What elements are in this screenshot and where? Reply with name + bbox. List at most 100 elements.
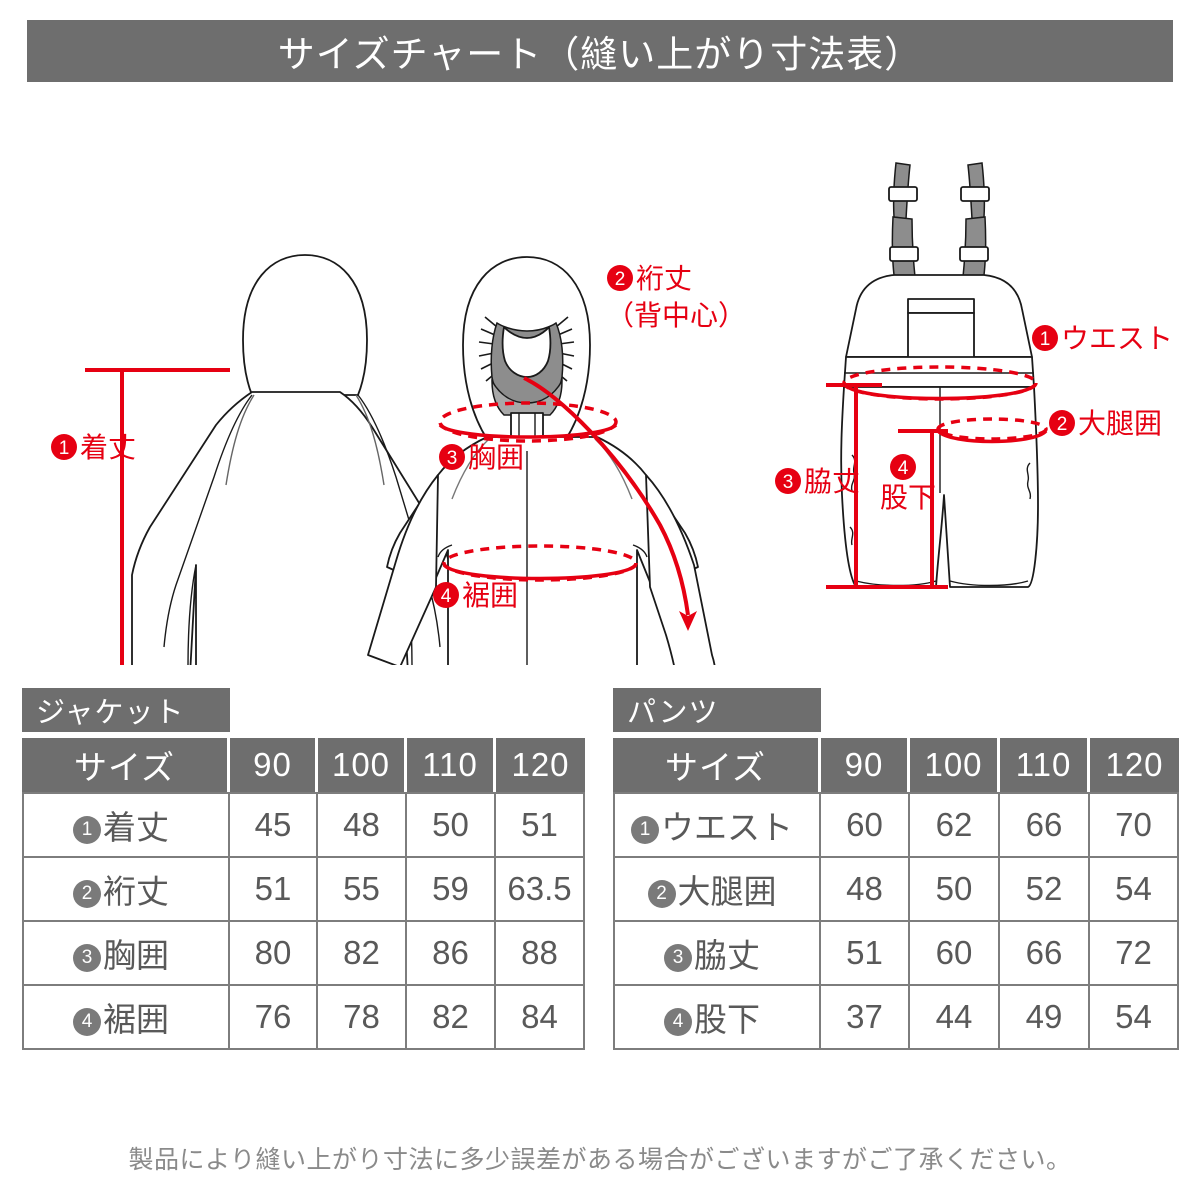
pants-thigh-text: 大腿囲 (1078, 408, 1162, 439)
jacket-cell-1-110: 50 (407, 792, 496, 858)
jacket-length-num: 1 (59, 438, 70, 459)
jacket-length-text: 着丈 (80, 432, 136, 463)
pants-cell-4-120: 54 (1090, 986, 1179, 1050)
jacket-chest-text: 胸囲 (468, 442, 524, 473)
jacket-cell-4-90: 76 (230, 986, 318, 1050)
size-tables: ジャケット サイズ 90 100 110 120 (0, 688, 1200, 1088)
pants-cell-2-90: 48 (821, 858, 910, 922)
jacket-hem-num: 4 (441, 586, 452, 607)
jacket-sleeve-num: 2 (615, 269, 626, 290)
row-label-text: ウエスト (661, 809, 793, 846)
pants-cell-3-90: 51 (821, 922, 910, 986)
pants-cell-3-110: 66 (1000, 922, 1090, 986)
jacket-sleeve-text: 裄丈 (636, 263, 692, 294)
jacket-size-col-100: 100 (318, 738, 407, 792)
pants-cell-2-120: 54 (1090, 858, 1179, 922)
pants-inseam-label: 4 股下 (880, 454, 936, 513)
jacket-category-tag: ジャケット (22, 688, 230, 732)
jacket-hem-label: 4 裾囲 (433, 580, 518, 611)
size-diagram-area: 1 着丈 2 裄丈 （背中心） 3 胸囲 4 裾囲 (0, 95, 1200, 665)
jacket-sleeve-sub: （背中心） (606, 300, 746, 331)
row-label-text: 胸囲 (103, 937, 169, 974)
jacket-back-illustration (131, 254, 457, 665)
jacket-length-label: 1 着丈 (51, 432, 136, 463)
row-number-badge: 4 (73, 1008, 101, 1036)
jacket-size-col-90: 90 (230, 738, 318, 792)
jacket-cell-4-120: 84 (496, 986, 585, 1050)
pants-cell-3-100: 60 (910, 922, 1000, 986)
pants-illustration (840, 162, 1039, 588)
pants-cell-1-110: 66 (1000, 792, 1090, 858)
row-number-badge: 2 (73, 880, 101, 908)
row-label-text: 着丈 (103, 809, 169, 846)
row-number-badge: 4 (664, 1008, 692, 1036)
row-label-text: 裄丈 (103, 873, 169, 910)
jacket-cell-1-120: 51 (496, 792, 585, 858)
jacket-size-header: サイズ (22, 738, 230, 792)
pants-outseam-text: 脇丈 (804, 466, 860, 497)
row-number-badge: 2 (647, 880, 676, 908)
pants-thigh-label: 2 大腿囲 (1049, 408, 1162, 439)
pants-inseam-measure (890, 429, 948, 589)
pants-waist-num: 1 (1040, 329, 1051, 350)
jacket-cell-3-110: 86 (407, 922, 496, 986)
jacket-size-col-110: 110 (407, 738, 496, 792)
jacket-cell-2-110: 59 (407, 858, 496, 922)
row-label-text: 股下 (694, 1001, 760, 1038)
jacket-chest-measure (438, 401, 618, 443)
jacket-hem-measure (442, 544, 638, 582)
pants-cell-1-100: 62 (910, 792, 1000, 858)
jacket-cell-3-90: 80 (230, 922, 318, 986)
jacket-cell-4-100: 78 (318, 986, 407, 1050)
pants-cell-4-90: 37 (821, 986, 910, 1050)
jacket-length-measure (85, 368, 230, 665)
pants-cell-4-100: 44 (910, 986, 1000, 1050)
row-number-badge: 1 (631, 816, 659, 844)
pants-size-col-120: 120 (1090, 738, 1179, 792)
jacket-chest-label: 3 胸囲 (439, 442, 524, 473)
pants-cell-2-100: 50 (910, 858, 1000, 922)
jacket-sleeve-measure (523, 376, 697, 631)
pants-cell-2-110: 52 (1000, 858, 1090, 922)
pants-category-tag: パンツ (613, 688, 821, 732)
pants-outseam-label: 3 脇丈 (775, 466, 860, 497)
pants-cell-3-120: 72 (1090, 922, 1179, 986)
pants-inseam-text: 股下 (880, 482, 936, 513)
pants-outseam-measure (826, 383, 892, 589)
row-number-badge: 1 (73, 816, 101, 844)
pants-size-table-block: パンツ サイズ 90 100 110 120 (613, 688, 1179, 1050)
jacket-size-col-120: 120 (496, 738, 585, 792)
hood-fur-right (550, 316, 575, 392)
jacket-cell-2-120: 63.5 (496, 858, 585, 922)
row-label-text: 裾囲 (103, 1001, 169, 1038)
pants-table-header-row: サイズ 90 100 110 120 (613, 738, 1179, 792)
page-title: サイズチャート（縫い上がり寸法表） (277, 34, 923, 75)
row-number-badge: 3 (73, 944, 101, 972)
hood-fur-left (478, 316, 503, 392)
row-label-text: 大腿囲 (677, 873, 777, 910)
pants-size-col-100: 100 (910, 738, 1000, 792)
pants-thigh-num: 2 (1057, 414, 1068, 435)
row-number-badge: 3 (664, 944, 692, 972)
jacket-cell-1-100: 48 (318, 792, 407, 858)
pants-waist-label: 1 ウエスト (1032, 323, 1173, 354)
pants-waist-text: ウエスト (1061, 323, 1173, 354)
pants-cell-4-110: 49 (1000, 986, 1090, 1050)
header-banner: サイズチャート（縫い上がり寸法表） (27, 20, 1173, 82)
jacket-cell-3-100: 82 (318, 922, 407, 986)
pants-inseam-num: 4 (898, 458, 909, 479)
jacket-cell-1-90: 45 (230, 792, 318, 858)
